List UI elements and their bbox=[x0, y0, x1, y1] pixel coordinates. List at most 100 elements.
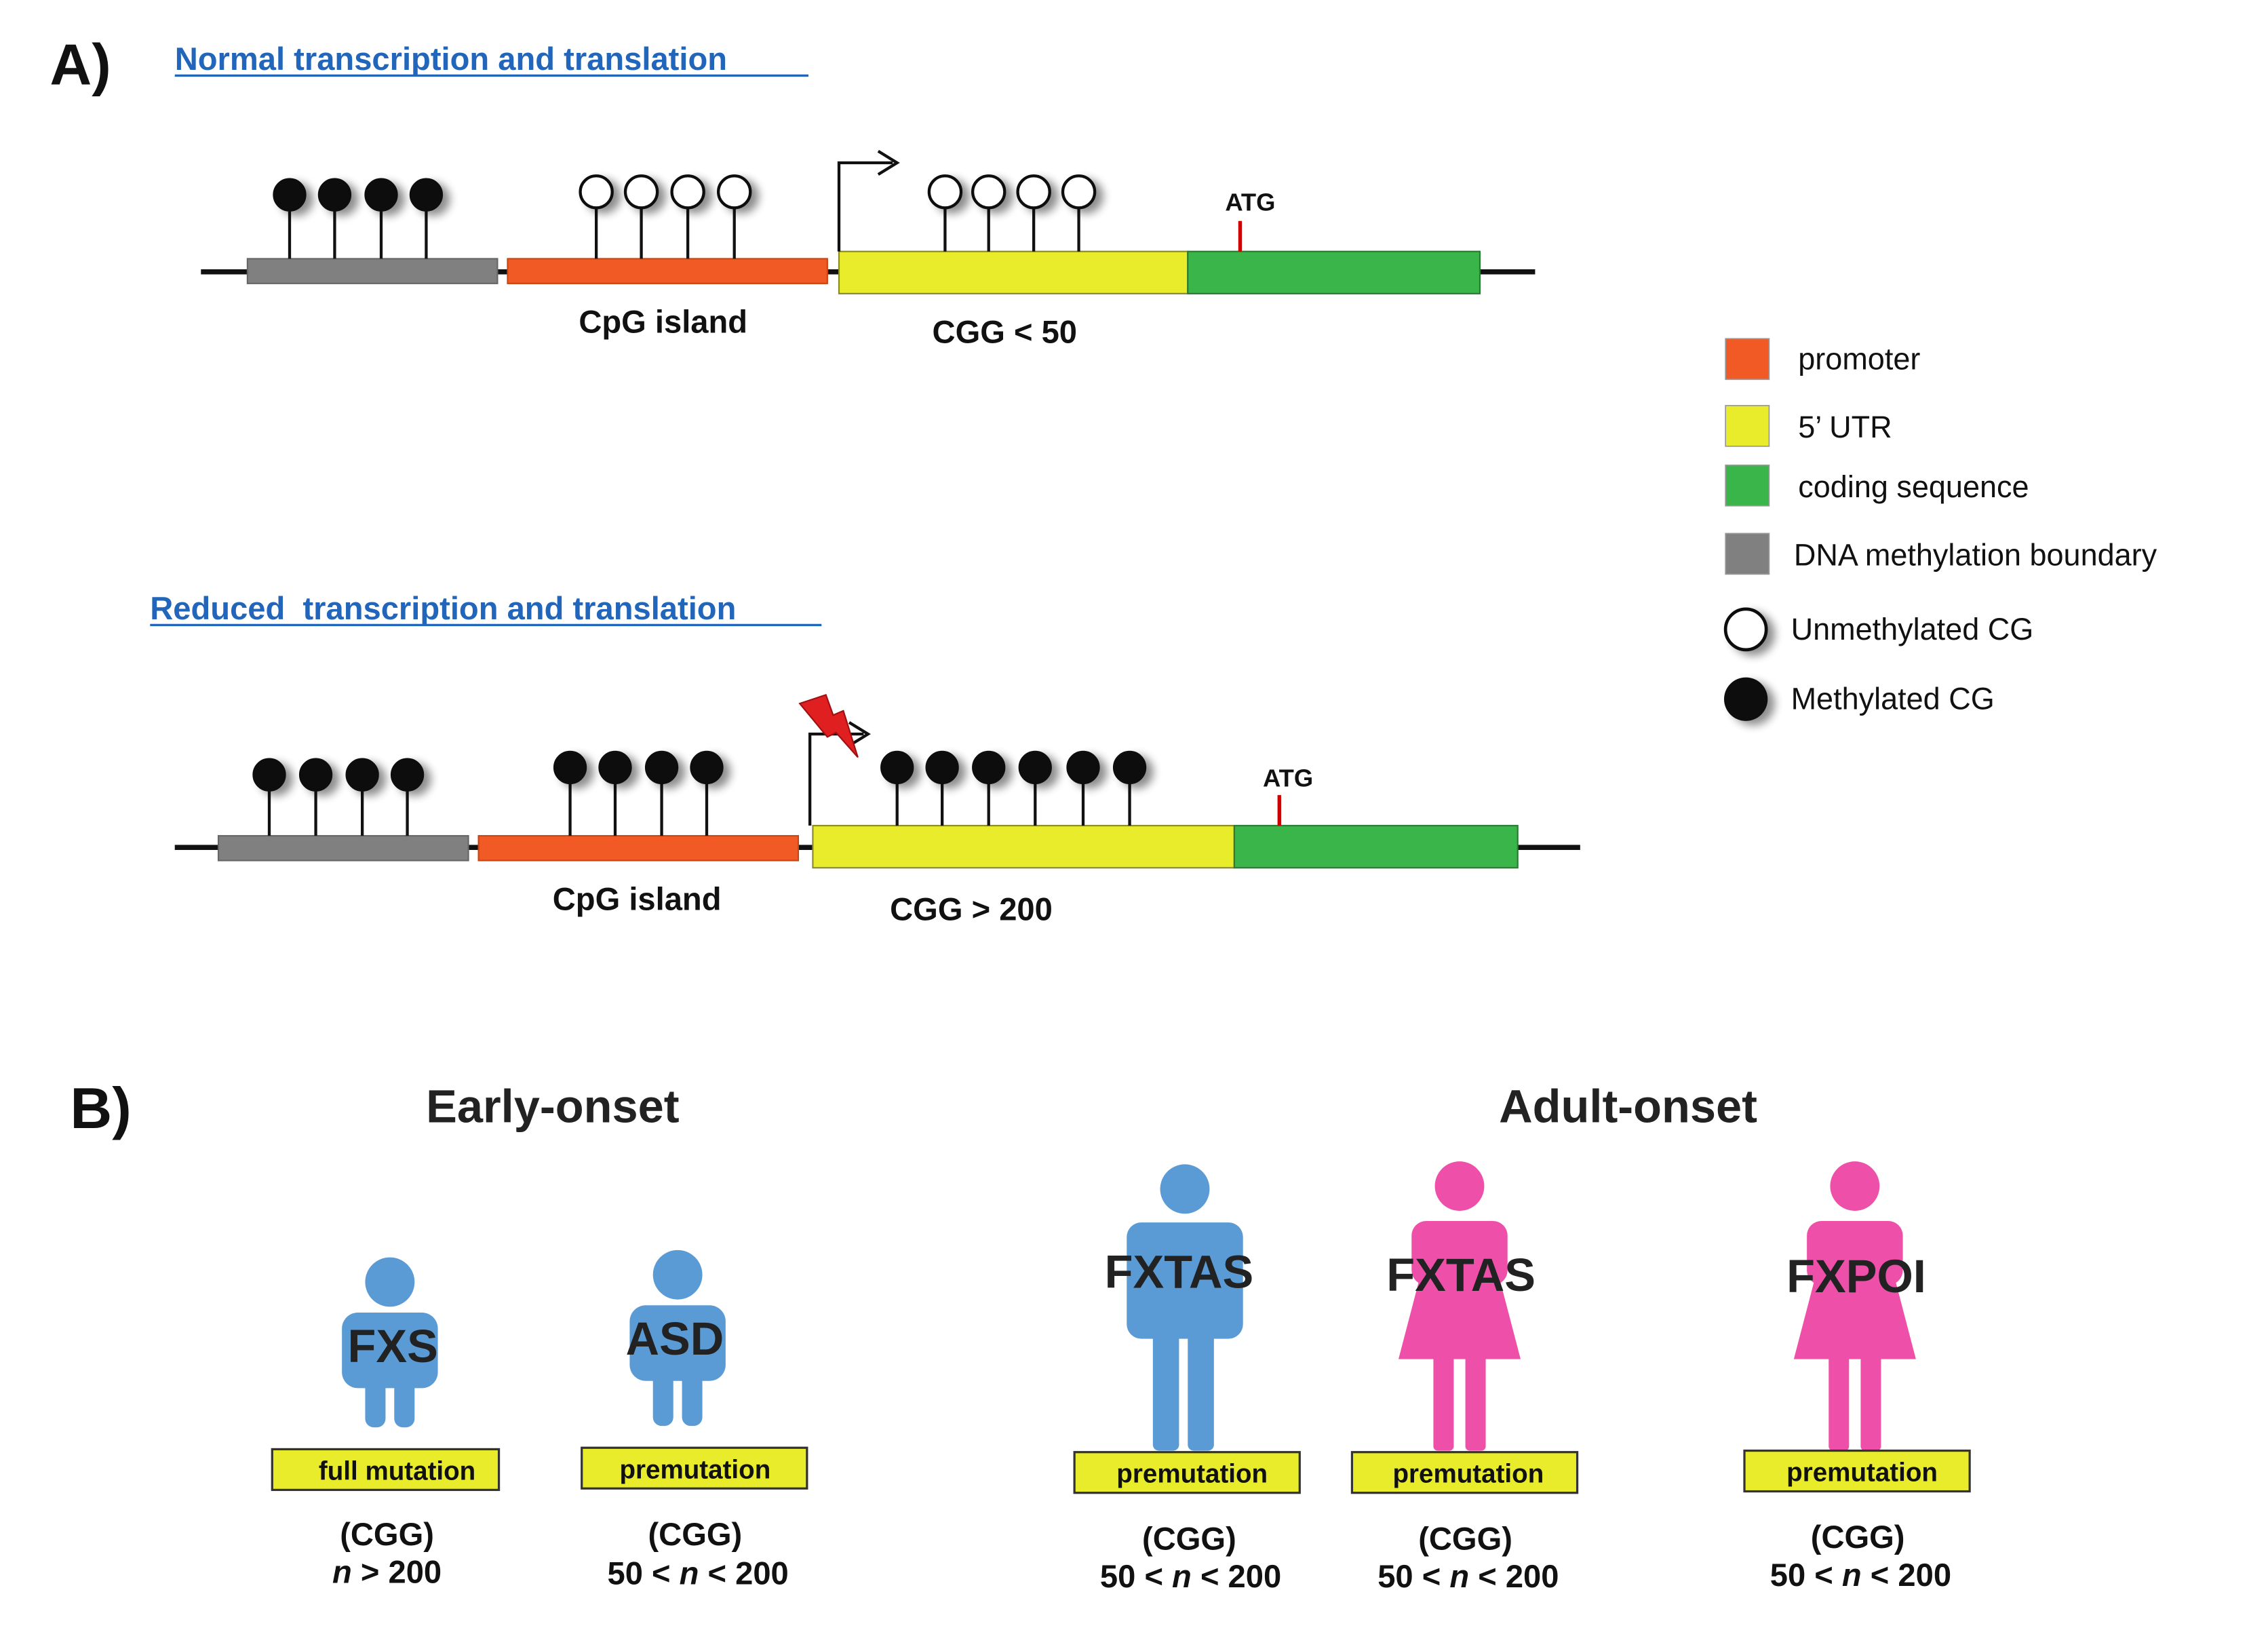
mutation-box bbox=[1350, 1451, 1579, 1494]
methylated-cg-icon bbox=[1066, 750, 1100, 785]
condition-label: ASD bbox=[625, 1313, 724, 1365]
unmethylated-cg-icon bbox=[716, 174, 752, 210]
arrow-head-icon bbox=[848, 721, 871, 748]
methylated-cg-icon bbox=[298, 758, 333, 792]
mutation-box bbox=[581, 1446, 808, 1490]
repeat-range: 50 < n < 200 bbox=[1100, 1558, 1281, 1594]
promoter-cpg-island bbox=[477, 835, 800, 861]
figure-asd: ASD premutation (CGG) 50 < n < 200 bbox=[581, 1249, 808, 1591]
cgg-label: CGG > 200 bbox=[890, 891, 1053, 927]
panel-a-label: A) bbox=[50, 32, 111, 97]
coding-swatch bbox=[1725, 464, 1770, 507]
condition-label: FXTAS bbox=[1386, 1249, 1536, 1301]
methylated-cg-icon bbox=[1018, 750, 1052, 785]
mutation-label: full mutation bbox=[319, 1456, 475, 1486]
repeat-range: 50 < n < 200 bbox=[608, 1555, 789, 1591]
legend-label-promoter: promoter bbox=[1798, 341, 1920, 376]
cgg-repeat-label: (CGG) bbox=[1811, 1519, 1905, 1555]
panel-b-label: B) bbox=[70, 1076, 131, 1141]
repeat-range: 50 < n < 200 bbox=[1770, 1557, 1951, 1593]
repeat-range: 50 < n < 200 bbox=[1377, 1558, 1559, 1594]
methylated-cg-icon bbox=[972, 750, 1006, 785]
legend-label-boundary: DNA methylation boundary bbox=[1794, 538, 2157, 573]
cgg-repeat-label: (CGG) bbox=[340, 1516, 434, 1552]
legend: promoter 5’ UTR coding sequence DNA meth… bbox=[1723, 338, 2157, 721]
atg-label: ATG bbox=[1225, 189, 1275, 216]
promoter-swatch bbox=[1725, 338, 1770, 381]
methylated-cg-icon bbox=[345, 758, 379, 792]
child-boy-icon bbox=[342, 1257, 438, 1428]
unmethylated-cg-icon bbox=[579, 174, 614, 210]
adult-onset-title: Adult-onset bbox=[1499, 1080, 1757, 1132]
cgg-repeat-label: (CGG) bbox=[1418, 1520, 1512, 1556]
mutation-label: premutation bbox=[1116, 1460, 1268, 1489]
mutation-box bbox=[1073, 1451, 1301, 1494]
legend-label-methylated: Methylated CG bbox=[1791, 682, 1995, 716]
methylated-cg-icon bbox=[273, 178, 307, 212]
figure-fxpoi: FXPOI premutation (CGG) 50 < n < 200 bbox=[1743, 1161, 1971, 1593]
normal-section: Normal transcription and translation ATG… bbox=[174, 41, 1536, 350]
methylated-cg-icon bbox=[317, 178, 352, 212]
transcription-start-arrow bbox=[837, 161, 893, 252]
methylation-boundary bbox=[217, 835, 469, 861]
mutation-label: premutation bbox=[619, 1455, 770, 1484]
methylation-boundary bbox=[246, 258, 498, 284]
cgg-repeat-label: (CGG) bbox=[648, 1516, 742, 1552]
mutation-box bbox=[1743, 1449, 1971, 1493]
normal-title: Normal transcription and translation bbox=[175, 41, 727, 77]
lightning-bolt-icon bbox=[798, 693, 859, 758]
unmethylated-cg-icon bbox=[971, 174, 1006, 210]
unmethylated-cg-icon bbox=[927, 174, 963, 210]
coding-sequence bbox=[1187, 250, 1481, 294]
condition-label: FXPOI bbox=[1786, 1250, 1926, 1302]
methylated-cg-icon bbox=[553, 750, 587, 785]
reduced-lollipops bbox=[252, 750, 1147, 836]
adult-woman-icon bbox=[1793, 1161, 1916, 1451]
adult-woman-icon bbox=[1399, 1161, 1521, 1451]
child-boy-icon bbox=[629, 1249, 726, 1427]
figure-fxs: FXS full mutation (CGG) n > 200 bbox=[271, 1257, 501, 1590]
early-onset-title: Early-onset bbox=[426, 1080, 679, 1132]
methylated-cg-icon bbox=[1112, 750, 1147, 785]
normal-lollipops bbox=[273, 174, 1097, 259]
cgg-repeat-label: (CGG) bbox=[1142, 1520, 1236, 1556]
reduced-title: Reduced transcription and translation bbox=[150, 590, 736, 626]
condition-label: FXS bbox=[347, 1320, 437, 1372]
reduced-section: Reduced transcription and translation AT… bbox=[150, 590, 1580, 927]
cpg-island-label: CpG island bbox=[553, 880, 722, 916]
condition-label: FXTAS bbox=[1105, 1246, 1254, 1298]
figure-fxtas-female: FXTAS premutation (CGG) 50 < n < 200 bbox=[1350, 1161, 1579, 1594]
figure-fxtas-male: FXTAS premutation (CGG) 50 < n < 200 bbox=[1073, 1164, 1301, 1594]
mutation-label: premutation bbox=[1392, 1460, 1544, 1489]
methylated-cg-icon bbox=[598, 750, 632, 785]
utr-region bbox=[838, 250, 1189, 294]
unmethylated-cg-icon bbox=[623, 174, 659, 210]
repeat-range: n > 200 bbox=[332, 1554, 442, 1590]
open-circle-icon bbox=[1723, 607, 1768, 652]
methylated-cg-icon bbox=[880, 750, 914, 785]
methylated-cg-icon bbox=[925, 750, 959, 785]
boundary-swatch bbox=[1725, 532, 1770, 575]
coding-sequence bbox=[1233, 825, 1519, 869]
arrow-head-icon bbox=[877, 150, 900, 176]
atg-label: ATG bbox=[1263, 764, 1313, 792]
mutation-label: premutation bbox=[1786, 1458, 1938, 1488]
legend-label-coding: coding sequence bbox=[1798, 469, 2029, 504]
adult-man-icon bbox=[1127, 1164, 1243, 1451]
unmethylated-cg-icon bbox=[1016, 174, 1051, 210]
cgg-label: CGG < 50 bbox=[933, 314, 1077, 350]
methylated-cg-icon bbox=[409, 178, 444, 212]
legend-label-utr: 5’ UTR bbox=[1798, 410, 1892, 444]
cpg-island-label: CpG island bbox=[579, 304, 747, 340]
legend-label-unmethylated: Unmethylated CG bbox=[1791, 612, 2034, 646]
unmethylated-cg-icon bbox=[670, 174, 705, 210]
methylated-cg-icon bbox=[390, 758, 425, 792]
methylated-cg-icon bbox=[252, 758, 286, 792]
methylated-cg-icon bbox=[364, 178, 398, 212]
utr-region bbox=[812, 825, 1235, 869]
filled-circle-icon bbox=[1724, 677, 1768, 721]
unmethylated-cg-icon bbox=[1061, 174, 1097, 210]
promoter-cpg-island bbox=[507, 258, 828, 284]
methylated-cg-icon bbox=[690, 750, 724, 785]
